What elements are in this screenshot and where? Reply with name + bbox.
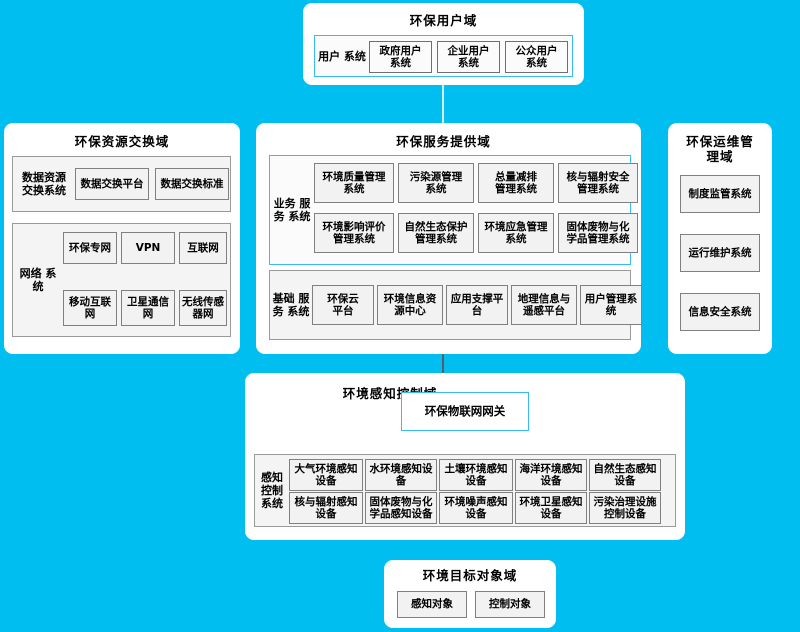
group-data-resource-exchange-system: 数据资源 交换系统 数据交换平台 数据交换标准	[12, 156, 231, 212]
node-air-environment-sensing-device[interactable]: 大气环境感知 设备	[289, 459, 363, 491]
node-nuclear-radiation-sensing-device[interactable]: 核与辐射感知 设备	[289, 492, 363, 524]
panel-sensing-control-domain: 环境感知控制域 感知 控制 系统 大气环境感知 设备 水环境感知设 备 土壤环境…	[245, 373, 685, 540]
connector-user-to-service	[442, 84, 445, 128]
node-natural-ecology-protection-management-system[interactable]: 自然生态保护 管理系统	[398, 213, 474, 253]
panel-service-provision-domain: 环保服务提供域 业务 服务 系统 环境质量管理 系统 污染源管理 系统 总量减排…	[256, 123, 642, 354]
node-environmental-information-resource-center[interactable]: 环境信息资 源中心	[377, 285, 443, 325]
panel-user-domain: 环保用户域 用户 系统 政府用户 系统 企业用户 系统 公众用户 系统	[303, 3, 584, 85]
node-environmental-satellite-sensing-device[interactable]: 环境卫星感知 设备	[515, 492, 587, 524]
ops-domain-title: 环保运维管 理域	[686, 134, 754, 164]
node-satellite-communication-network[interactable]: 卫星通信 网	[121, 290, 175, 326]
business-service-system-label: 业务 服务 系统	[273, 197, 311, 223]
network-system-label: 网络 系统	[19, 267, 57, 293]
node-public-user-system[interactable]: 公众用户 系统	[505, 41, 568, 73]
panel-target-object-domain: 环境目标对象域 感知对象 控制对象	[384, 560, 556, 628]
node-total-emission-reduction-management-system[interactable]: 总量减排 管理系统	[478, 163, 554, 203]
sensing-control-system-label: 感知 控制 系统	[261, 471, 283, 510]
node-marine-environment-sensing-device[interactable]: 海洋环境感知 设备	[515, 459, 587, 491]
node-environmental-cloud-platform[interactable]: 环保云 平台	[312, 285, 374, 325]
node-natural-ecology-sensing-device[interactable]: 自然生态感知 设备	[589, 459, 661, 491]
node-wireless-sensor-network[interactable]: 无线传感 器网	[179, 290, 227, 326]
user-domain-title: 环保用户域	[409, 13, 478, 28]
user-system-label: 用户 系统	[318, 49, 366, 63]
basic-service-system-label: 基础 服务 系统	[272, 292, 310, 318]
group-business-service-system: 业务 服务 系统 环境质量管理 系统 污染源管理 系统 总量减排 管理系统 核与…	[269, 155, 638, 265]
node-environmental-iot-gateway[interactable]: 环保物联网网关	[401, 392, 529, 431]
panel-resource-exchange-domain: 环保资源交换域 数据资源 交换系统 数据交换平台 数据交换标准 网络 系统 环保…	[4, 123, 240, 354]
node-env-private-network[interactable]: 环保专网	[63, 232, 117, 264]
node-government-user-system[interactable]: 政府用户 系统	[369, 41, 432, 73]
node-solid-waste-chemicals-sensing-device[interactable]: 固体废物与化 学品感知设备	[365, 492, 437, 524]
group-network-system: 网络 系统 环保专网 VPN 互联网 移动互联 网 卫星通信 网 无线传感 器网	[12, 223, 231, 337]
user-domain-group: 用户 系统 政府用户 系统 企业用户 系统 公众用户 系统	[314, 35, 573, 77]
node-environmental-quality-management-system[interactable]: 环境质量管理 系统	[314, 163, 394, 203]
node-system-supervision-system[interactable]: 制度监管系统	[680, 175, 760, 213]
node-pollution-treatment-facility-control-device[interactable]: 污染治理设施 控制设备	[589, 492, 661, 524]
node-information-security-system[interactable]: 信息安全系统	[680, 293, 760, 331]
resource-domain-title: 环保资源交换域	[74, 134, 170, 149]
group-sensing-control-system: 感知 控制 系统 大气环境感知 设备 水环境感知设 备 土壤环境感知 设备 海洋…	[254, 454, 676, 527]
node-data-exchange-platform[interactable]: 数据交换平台	[75, 168, 149, 200]
node-vpn[interactable]: VPN	[121, 232, 175, 264]
node-nuclear-radiation-safety-management-system[interactable]: 核与辐射安全 管理系统	[558, 163, 638, 203]
target-domain-title: 环境目标对象域	[422, 568, 518, 583]
node-solid-waste-chemicals-management-system[interactable]: 固体废物与化 学品管理系统	[558, 213, 638, 253]
node-pollution-source-management-system[interactable]: 污染源管理 系统	[398, 163, 474, 203]
node-environmental-emergency-management-system[interactable]: 环境应急管理 系统	[478, 213, 554, 253]
panel-operations-management-domain: 环保运维管 理域 制度监管系统 运行维护系统 信息安全系统	[668, 123, 772, 354]
node-sensing-object[interactable]: 感知对象	[397, 591, 467, 618]
group-basic-service-system: 基础 服务 系统 环保云 平台 环境信息资 源中心 应用支撑平 台 地理信息与 …	[269, 270, 642, 340]
node-mobile-internet[interactable]: 移动互联 网	[63, 290, 117, 326]
node-soil-environment-sensing-device[interactable]: 土壤环境感知 设备	[439, 459, 513, 491]
node-operation-maintenance-system[interactable]: 运行维护系统	[680, 234, 760, 272]
node-application-support-platform[interactable]: 应用支撑平 台	[446, 285, 508, 325]
node-environmental-noise-sensing-device[interactable]: 环境噪声感知 设备	[439, 492, 513, 524]
node-gis-remote-sensing-platform[interactable]: 地理信息与 遥感平台	[511, 285, 577, 325]
data-resource-exchange-system-label: 数据资源 交换系统	[22, 171, 66, 197]
node-data-exchange-standard[interactable]: 数据交换标准	[155, 168, 229, 200]
node-internet[interactable]: 互联网	[179, 232, 227, 264]
node-control-object[interactable]: 控制对象	[475, 591, 545, 618]
node-enterprise-user-system[interactable]: 企业用户 系统	[437, 41, 500, 73]
service-domain-title: 环保服务提供域	[396, 134, 491, 149]
node-environmental-impact-assessment-management-system[interactable]: 环境影响评价 管理系统	[314, 213, 394, 253]
node-user-management-system[interactable]: 用户管理系 统	[580, 285, 642, 325]
node-water-environment-sensing-device[interactable]: 水环境感知设 备	[365, 459, 437, 491]
